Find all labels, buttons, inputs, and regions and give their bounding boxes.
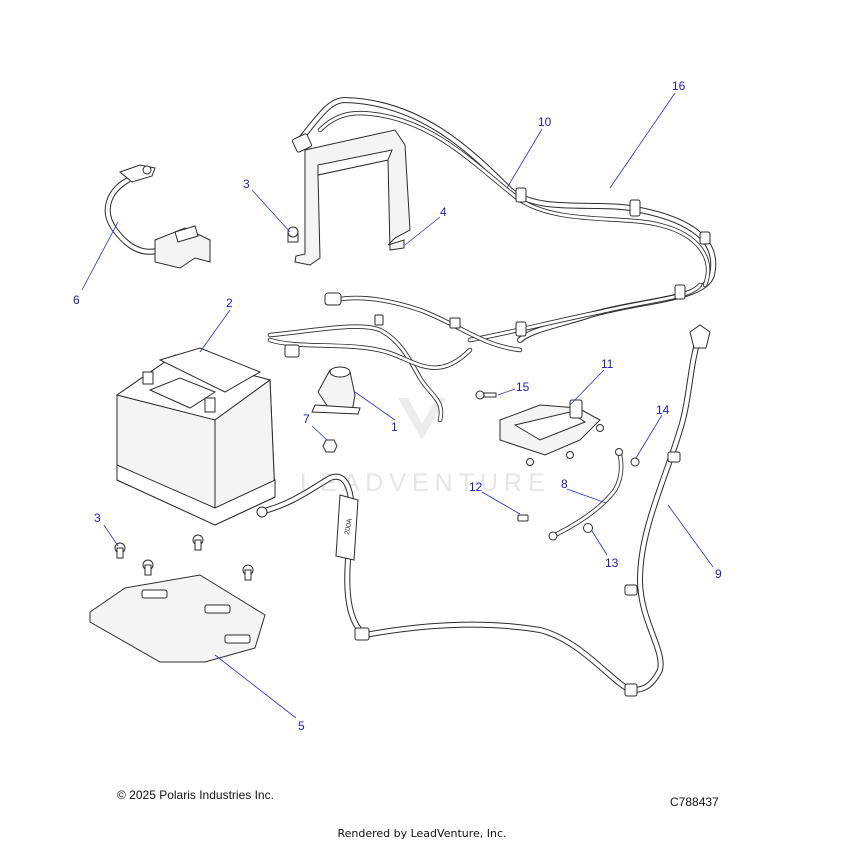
callout-10[interactable]: 10	[538, 115, 552, 129]
fuse-marking: 200A	[344, 518, 354, 536]
callout-3-lower[interactable]: 3	[94, 511, 101, 525]
leader-lines	[81, 92, 714, 719]
callouts: 1 2 3 3 4 5 6 7 8 9 10 11 12 13 14 15 16	[73, 79, 722, 733]
callout-8[interactable]: 8	[561, 477, 568, 491]
callout-12[interactable]: 12	[469, 480, 483, 494]
battery-tray[interactable]	[89, 574, 266, 663]
main-harness[interactable]	[291, 97, 717, 343]
harness-bracket[interactable]	[294, 129, 411, 266]
mid-harness[interactable]	[267, 292, 523, 423]
callout-16[interactable]: 16	[672, 79, 686, 93]
watermark-text: LEADVENTURE	[300, 469, 551, 497]
callout-14[interactable]: 14	[656, 403, 670, 417]
diagram-id: C788437	[670, 795, 719, 809]
battery-cable-9[interactable]	[624, 324, 711, 693]
positive-cable[interactable]: 200A	[256, 473, 638, 697]
battery[interactable]	[115, 347, 276, 526]
callout-1[interactable]: 1	[391, 420, 398, 434]
callout-7[interactable]: 7	[303, 412, 310, 426]
callout-3-upper[interactable]: 3	[243, 177, 250, 191]
callout-9[interactable]: 9	[715, 567, 722, 581]
callout-6[interactable]: 6	[73, 293, 80, 307]
callout-13[interactable]: 13	[605, 556, 619, 570]
battery-cable-6[interactable]	[104, 164, 211, 269]
fuse-block[interactable]	[499, 399, 604, 466]
nut-14[interactable]	[630, 457, 640, 467]
callout-4[interactable]: 4	[440, 205, 447, 219]
watermark-logo-icon	[398, 398, 446, 440]
screw[interactable]	[475, 390, 497, 400]
nut[interactable]	[322, 439, 338, 453]
callout-2[interactable]: 2	[226, 296, 233, 310]
solenoid[interactable]	[311, 366, 361, 415]
nut-13[interactable]	[583, 523, 593, 533]
watermark: LEADVENTURE	[300, 398, 551, 497]
copyright-notice: © 2025 Polaris Industries Inc.	[117, 788, 274, 802]
callout-5[interactable]: 5	[298, 719, 305, 733]
screw-small[interactable]	[517, 514, 529, 522]
callout-11[interactable]: 11	[601, 357, 614, 371]
bolt-upper[interactable]	[287, 226, 299, 243]
rendered-by-credit: Rendered by LeadVenture, Inc.	[337, 827, 507, 840]
callout-15[interactable]: 15	[516, 380, 530, 394]
ground-cable-8[interactable]	[548, 448, 624, 541]
bolt-lower[interactable]	[114, 534, 254, 581]
